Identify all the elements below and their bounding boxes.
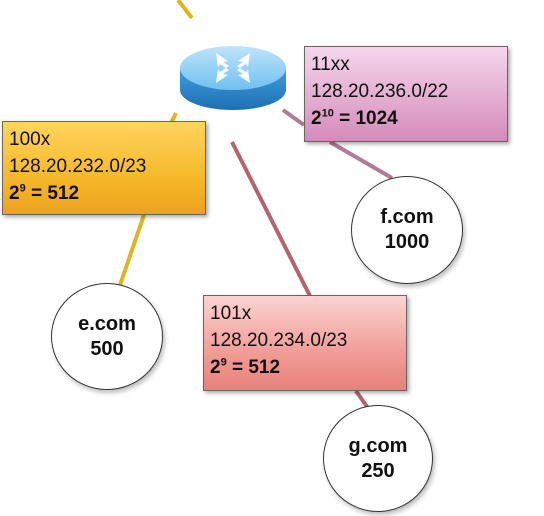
size-value: = 512 xyxy=(226,357,281,378)
subnet-cidr: 128.20.236.0/22 xyxy=(311,81,449,102)
link-11xx-fcom xyxy=(328,140,394,180)
subnet-size: 29 = 512 xyxy=(9,180,199,207)
size-base: 2 xyxy=(210,357,221,378)
size-exponent: 10 xyxy=(321,107,334,120)
subnet-size: 210 = 1024 xyxy=(311,105,501,132)
size-exponent: 9 xyxy=(220,356,227,369)
subnet-cidr: 128.20.232.0/23 xyxy=(9,156,147,177)
link-router-101x xyxy=(230,141,312,297)
host-node-g-com[interactable]: g.com 250 xyxy=(323,405,433,512)
subnet-prefix: 101x xyxy=(210,303,252,324)
size-base: 2 xyxy=(9,183,20,204)
host-name: e.com xyxy=(78,312,136,335)
subnet-cidr: 128.20.234.0/23 xyxy=(210,330,348,351)
host-name: g.com xyxy=(348,434,408,457)
subnet-box-11xx[interactable]: 11xx 128.20.236.0/22 210 = 1024 xyxy=(304,46,508,142)
host-count: 500 xyxy=(90,337,124,360)
subnet-size: 29 = 512 xyxy=(210,354,400,381)
subnet-box-101x[interactable]: 101x 128.20.234.0/23 29 = 512 xyxy=(203,295,407,391)
subnet-prefix: 11xx xyxy=(311,54,350,75)
link-router-11xx xyxy=(281,108,306,127)
host-name: f.com xyxy=(380,206,434,228)
link-top-offscreen xyxy=(176,0,194,20)
link-100x-ecom xyxy=(117,211,147,289)
host-count: 1000 xyxy=(384,231,430,253)
host-node-f-com[interactable]: f.com 1000 xyxy=(351,176,463,284)
subnet-box-100x[interactable]: 100x 128.20.232.0/23 29 = 512 xyxy=(2,121,206,215)
subnet-prefix: 100x xyxy=(9,129,51,150)
host-count: 250 xyxy=(361,459,395,482)
size-value: = 512 xyxy=(25,183,80,204)
size-exponent: 9 xyxy=(19,182,26,195)
size-value: = 1024 xyxy=(333,108,398,129)
size-base: 2 xyxy=(311,108,322,129)
router-icon[interactable] xyxy=(176,38,290,118)
host-node-e-com[interactable]: e.com 500 xyxy=(51,283,163,390)
